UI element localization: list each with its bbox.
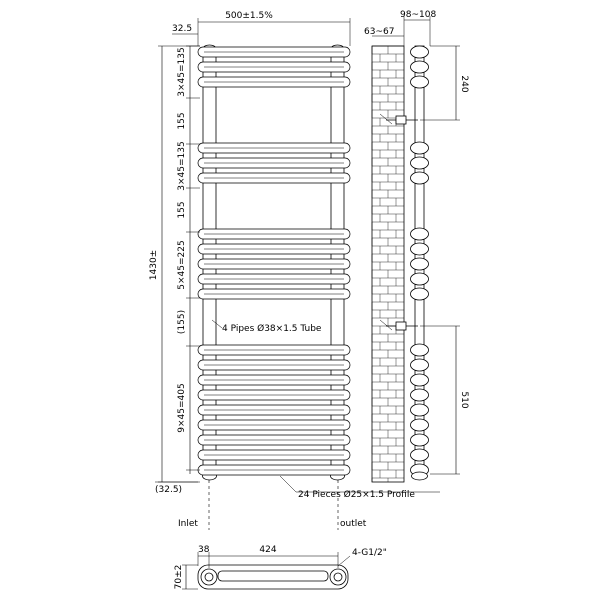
front-view: 500±1.5% 32.5 3×45=135 155 3×45=135 155 … <box>149 11 440 530</box>
side-tube-section <box>410 403 429 417</box>
wall-bricks <box>371 45 404 482</box>
side-tube-section <box>410 388 429 402</box>
horizontal-bars <box>197 46 351 476</box>
left-connection-inner <box>204 572 214 582</box>
side-tube-section <box>410 257 429 271</box>
side-tube-section <box>410 156 429 170</box>
group3-label: 5×45=225 <box>177 240 187 289</box>
side-tube-section <box>410 287 429 301</box>
profile-callout-label: 24 Pieces Ø25×1.5 Profile <box>298 489 415 500</box>
top-offset-label: 32.5 <box>172 24 192 34</box>
base-bar <box>217 570 329 582</box>
base-left-label: 38 <box>198 545 210 555</box>
bottom-view: 38 424 4-G1/2" 70±2 <box>174 545 387 590</box>
overall-height-label: 1430± <box>149 250 159 280</box>
gap1-label: 155 <box>177 112 187 129</box>
side-tube-section <box>410 272 429 286</box>
group1-label: 3×45=135 <box>177 47 187 96</box>
side-tube-section <box>410 60 429 74</box>
bottom-bracket <box>379 319 418 331</box>
bottom-offset-label: (32.5) <box>155 485 182 495</box>
side-profile <box>410 45 429 481</box>
pipes-callout-label: 4 Pipes Ø38×1.5 Tube <box>222 323 322 334</box>
side-tube-section <box>410 227 429 241</box>
side-tube-section <box>410 373 429 387</box>
wall-gap-label: 63~67 <box>364 27 394 37</box>
side-tube-section <box>410 242 429 256</box>
group4-label: 9×45=405 <box>177 383 187 432</box>
side-tube-section <box>410 171 429 185</box>
side-tube-section <box>410 418 429 432</box>
group2-label: 3×45=135 <box>177 141 187 190</box>
side-view: 63~67 98~108 240 510 <box>364 10 469 483</box>
side-tube-section <box>410 448 429 462</box>
base-center-label: 424 <box>259 545 276 555</box>
outlet-label: outlet <box>340 519 367 529</box>
right-connection-inner <box>333 572 343 582</box>
inlet-label: Inlet <box>178 519 198 529</box>
side-tube-section <box>410 75 429 89</box>
bracket-top-label: 240 <box>459 75 469 92</box>
depth-label: 98~108 <box>400 10 436 20</box>
gap3-label: (155) <box>177 310 187 334</box>
bracket-bottom-label: 510 <box>459 391 469 408</box>
side-bottom-cap <box>411 471 428 481</box>
base-depth-label: 70±2 <box>174 565 184 590</box>
connection-label: 4-G1/2" <box>352 548 387 558</box>
side-tube-section <box>410 343 429 357</box>
side-tube-section <box>410 358 429 372</box>
overall-width-label: 500±1.5% <box>225 11 273 21</box>
side-tube-section <box>410 45 429 59</box>
gap2-label: 155 <box>177 201 187 218</box>
top-bracket <box>379 113 418 125</box>
side-tube-section <box>410 433 429 447</box>
side-tube-section <box>410 141 429 155</box>
